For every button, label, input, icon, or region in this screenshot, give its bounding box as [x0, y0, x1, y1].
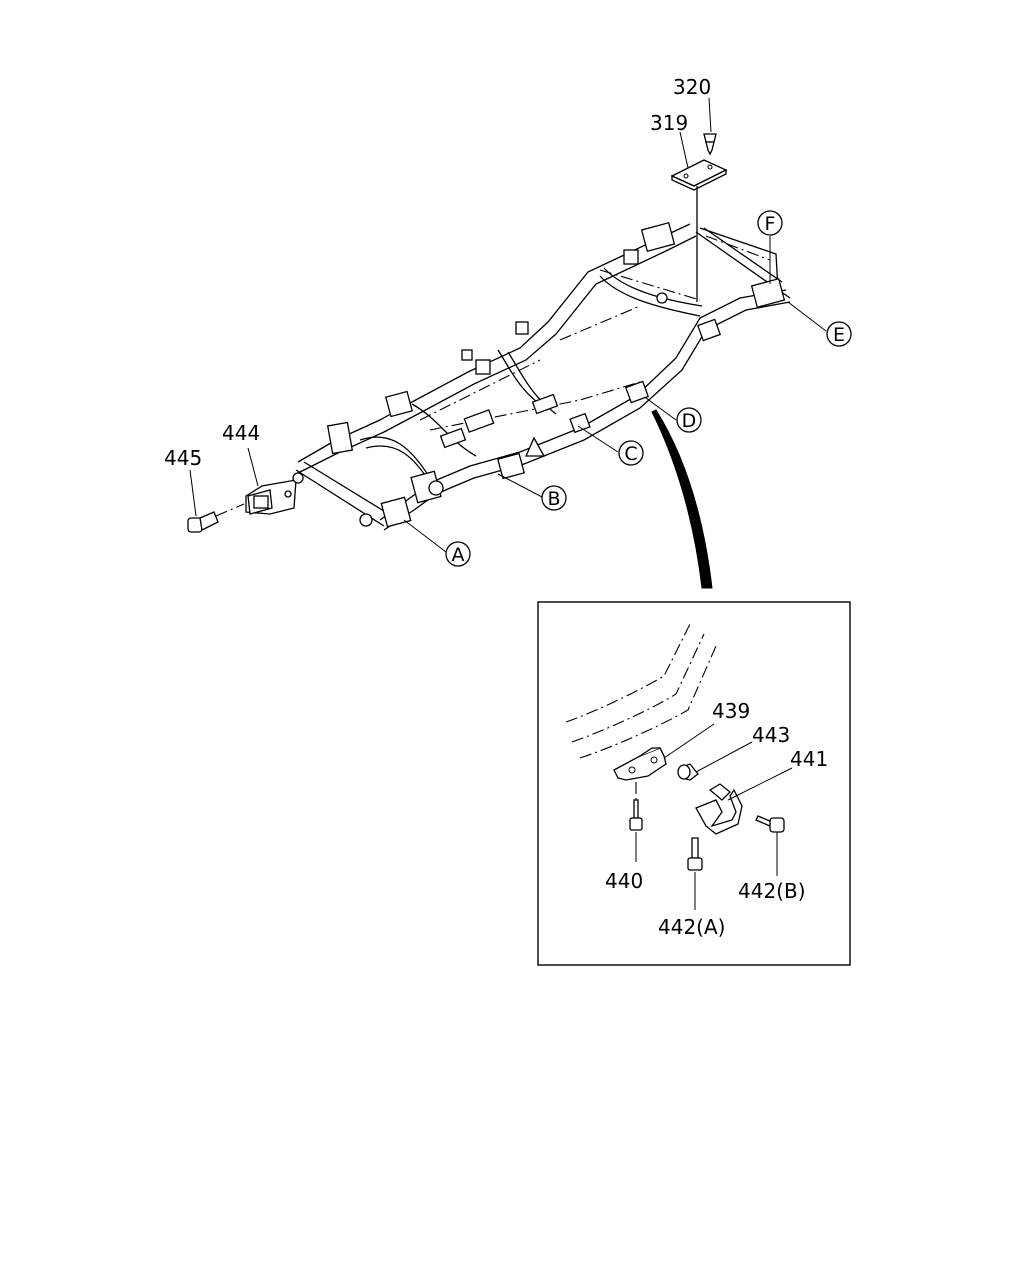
clip-320	[703, 133, 717, 156]
label-440: 440	[605, 869, 643, 893]
svg-text:E: E	[833, 324, 845, 346]
detail-frame-rail	[565, 623, 717, 759]
callout-b: B	[541, 485, 567, 511]
bracket-439	[613, 747, 667, 781]
label-443: 443	[752, 723, 790, 747]
label-445: 445	[164, 446, 202, 470]
svg-text:C: C	[624, 443, 637, 465]
vehicle-frame	[295, 221, 791, 531]
pad-319	[670, 159, 728, 302]
label-439: 439	[712, 699, 750, 723]
bolt-440	[629, 782, 643, 831]
detail-arrow	[651, 409, 713, 589]
svg-text:F: F	[765, 213, 776, 235]
callout-d: D	[676, 407, 702, 433]
bolt-445	[187, 503, 245, 533]
label-442b: 442(B)	[738, 879, 806, 903]
svg-text:A: A	[452, 544, 465, 566]
label-319: 319	[650, 111, 688, 135]
svg-text:D: D	[682, 410, 697, 432]
callout-c: C	[618, 440, 644, 466]
mount-444	[245, 472, 304, 515]
label-442a: 442(A)	[658, 915, 725, 939]
callout-a: A	[445, 541, 471, 567]
label-441: 441	[790, 747, 828, 771]
svg-text:B: B	[547, 488, 560, 510]
bolt-442a	[687, 837, 703, 871]
leader-lines	[189, 97, 827, 910]
bushing-443	[677, 763, 699, 781]
callout-e: E	[826, 321, 852, 347]
detail-inset-box	[537, 601, 851, 966]
label-444: 444	[222, 421, 260, 445]
bolt-442b	[755, 815, 785, 833]
callout-f: F	[757, 210, 783, 236]
label-320: 320	[673, 75, 711, 99]
bracket-441	[695, 783, 743, 835]
